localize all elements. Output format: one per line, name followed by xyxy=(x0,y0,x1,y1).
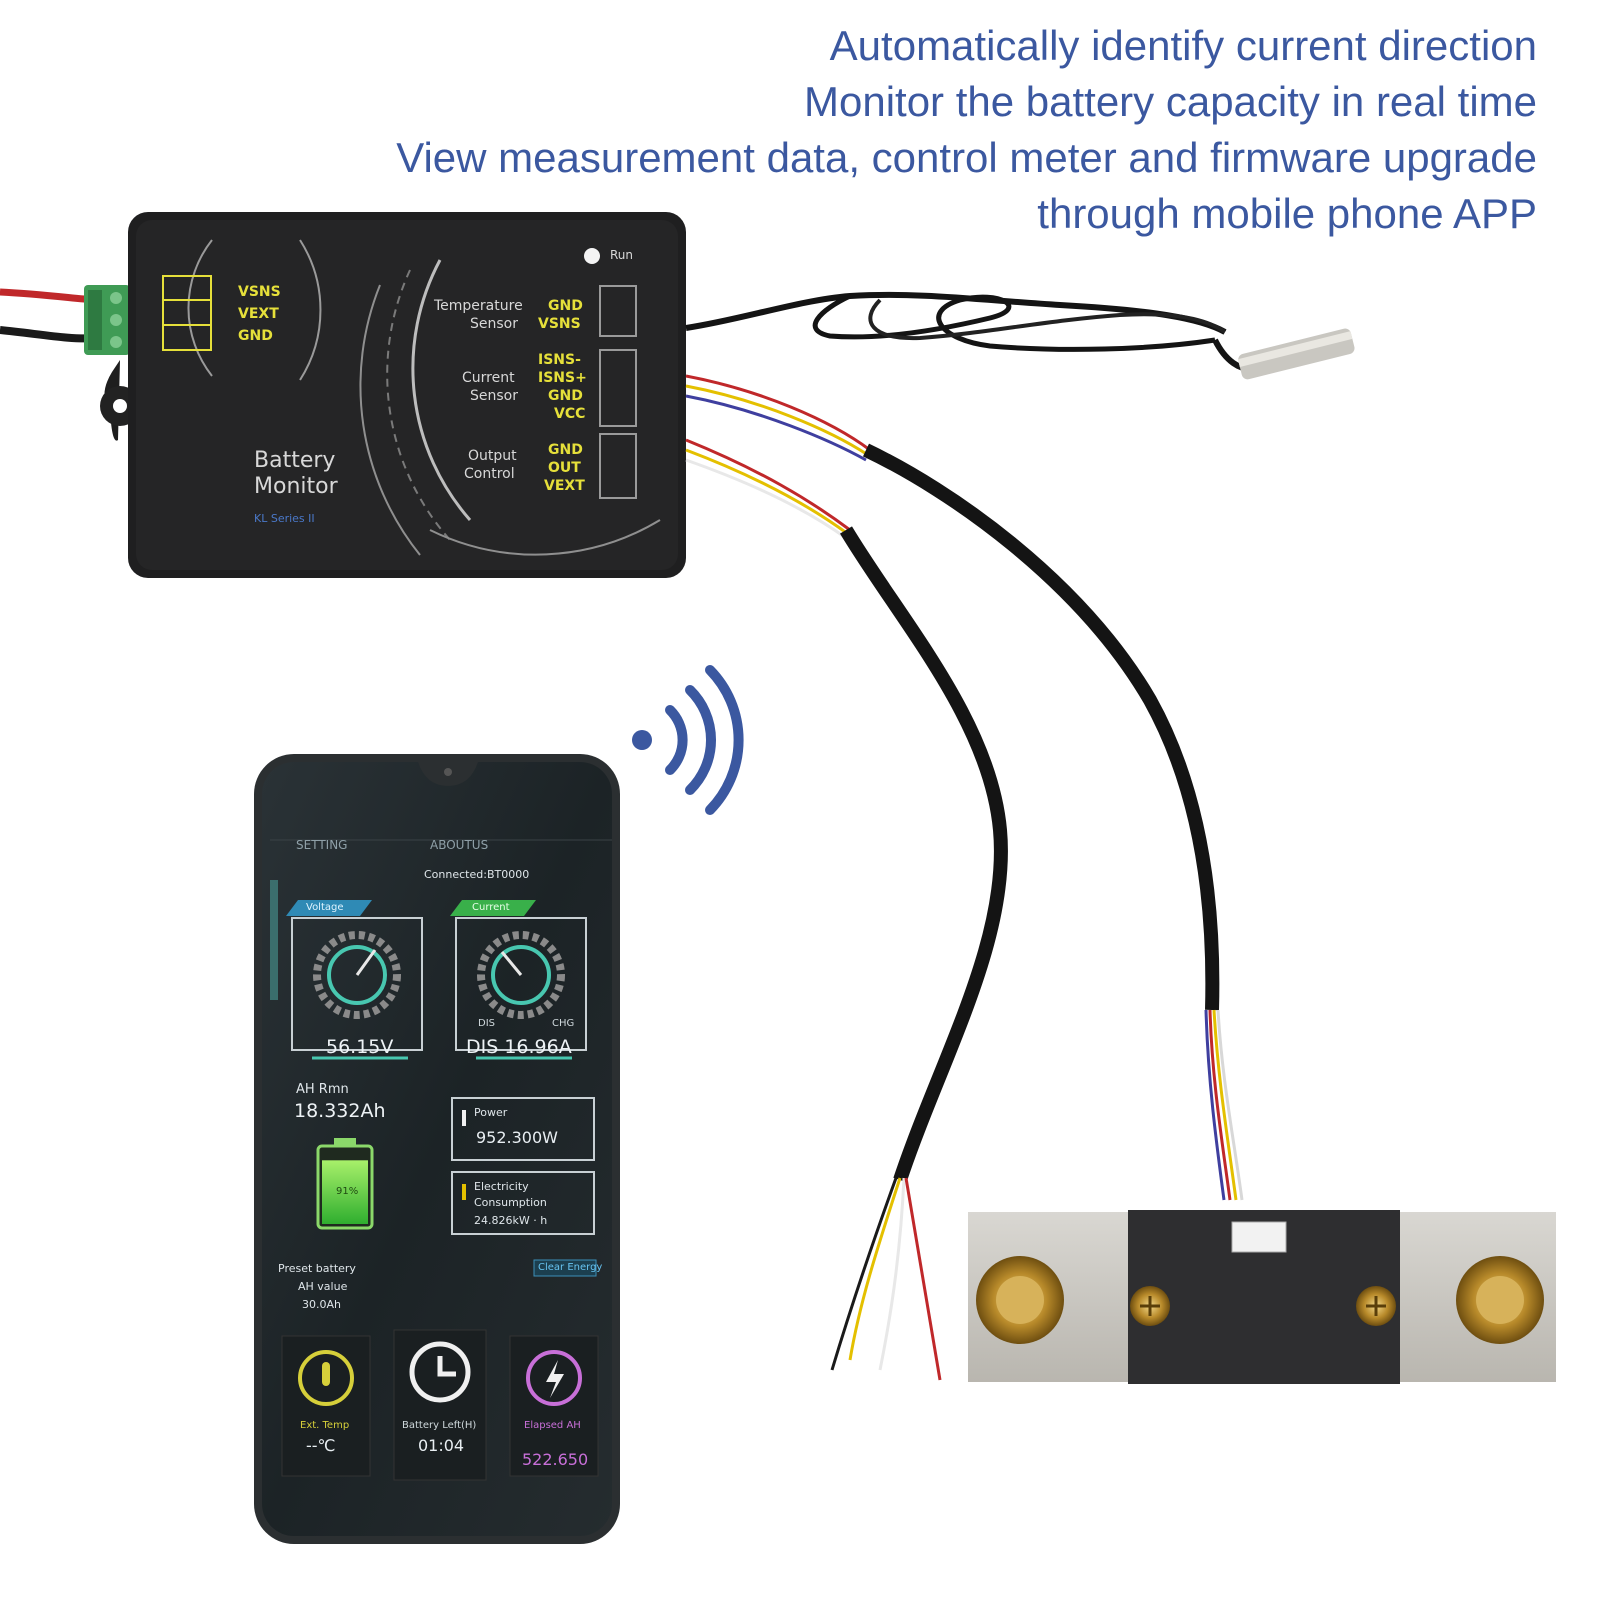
black-wire xyxy=(0,326,96,343)
voltage-title: Voltage xyxy=(306,902,344,913)
pin-label: GND xyxy=(548,388,583,404)
tab-aboutus[interactable]: ABOUTUS xyxy=(430,838,489,852)
wireless-signal-icon xyxy=(632,665,744,815)
clock-icon xyxy=(409,1341,471,1403)
pin-label: GND xyxy=(548,442,583,458)
current-sensor-cable xyxy=(862,443,1220,1011)
thermometer-icon xyxy=(298,1350,354,1406)
headline-line-4: through mobile phone APP xyxy=(1037,190,1537,237)
preset-label-1: Preset battery xyxy=(278,1262,356,1275)
headline: Automatically identify current direction… xyxy=(396,18,1537,242)
output-control-label-1: Output xyxy=(468,448,517,464)
electricity-label-2: Consumption xyxy=(474,1196,547,1209)
run-label: Run xyxy=(610,248,634,262)
red-wire xyxy=(0,288,96,304)
electricity-value: 24.826kW · h xyxy=(474,1214,548,1227)
voltage-value: 56.15V xyxy=(326,1036,394,1058)
current-chg-label: CHG xyxy=(552,1018,575,1029)
preset-value: 30.0Ah xyxy=(302,1298,341,1311)
battery-level-icon xyxy=(316,1138,374,1230)
connection-status: Connected:BT0000 xyxy=(424,868,530,881)
battery-left-label: Battery Left(H) xyxy=(402,1420,477,1431)
headline-line-1: Automatically identify current direction xyxy=(829,22,1537,69)
current-sensor-label-2: Sensor xyxy=(470,388,518,404)
output-control-label-2: Control xyxy=(464,466,515,482)
lightning-icon xyxy=(526,1350,582,1406)
headline-line-3: View measurement data, control meter and… xyxy=(396,134,1537,181)
temp-sensor-label-1: Temperature xyxy=(434,298,523,314)
pin-label-gnd: GND xyxy=(238,328,273,344)
ext-temp-value: --℃ xyxy=(306,1436,336,1455)
terminal-block xyxy=(84,285,130,355)
preset-label-2: AH value xyxy=(298,1280,348,1293)
clear-energy-button[interactable]: Clear Energy xyxy=(538,1262,603,1273)
power-value: 952.300W xyxy=(476,1128,558,1147)
tab-setting[interactable]: SETTING xyxy=(296,838,348,852)
headline-line-2: Monitor the battery capacity in real tim… xyxy=(804,78,1537,125)
brand-line-2: Monitor xyxy=(254,474,338,499)
pin-label: GND xyxy=(548,298,583,314)
ah-remaining-value: 18.332Ah xyxy=(294,1100,386,1122)
battery-left-value: 01:04 xyxy=(418,1436,465,1455)
temperature-probe xyxy=(1237,328,1355,380)
temp-sensor-label-2: Sensor xyxy=(470,316,518,332)
current-sensor-label-1: Current xyxy=(462,370,515,386)
pin-label: VEXT xyxy=(544,478,585,494)
current-value: DIS 16.96A xyxy=(466,1036,572,1058)
power-label: Power xyxy=(474,1106,508,1119)
ext-temp-label: Ext. Temp xyxy=(300,1420,350,1431)
electricity-label-1: Electricity xyxy=(474,1180,529,1193)
output-control-cable xyxy=(839,526,1008,1183)
pin-label: ISNS- xyxy=(538,352,581,368)
current-shunt xyxy=(968,1210,1556,1384)
pin-label: OUT xyxy=(548,460,581,476)
smartphone xyxy=(254,754,620,1544)
elapsed-ah-label: Elapsed AH xyxy=(524,1420,581,1431)
battery-percent: 91% xyxy=(336,1186,359,1197)
ah-remaining-label: AH Rmn xyxy=(296,1082,349,1097)
pin-label: ISNS+ xyxy=(538,370,587,386)
pin-label-vext: VEXT xyxy=(238,306,279,322)
current-dis-label: DIS xyxy=(478,1018,495,1029)
brand-line-1: Battery xyxy=(254,448,336,473)
battery-monitor-device xyxy=(100,212,686,578)
pin-label: VSNS xyxy=(538,316,581,332)
pin-label-vsns: VSNS xyxy=(238,284,281,300)
current-title: Current xyxy=(472,902,510,913)
pin-label: VCC xyxy=(554,406,586,422)
series-label: KL Series II xyxy=(254,512,315,525)
elapsed-ah-value: 522.650 xyxy=(522,1450,589,1469)
